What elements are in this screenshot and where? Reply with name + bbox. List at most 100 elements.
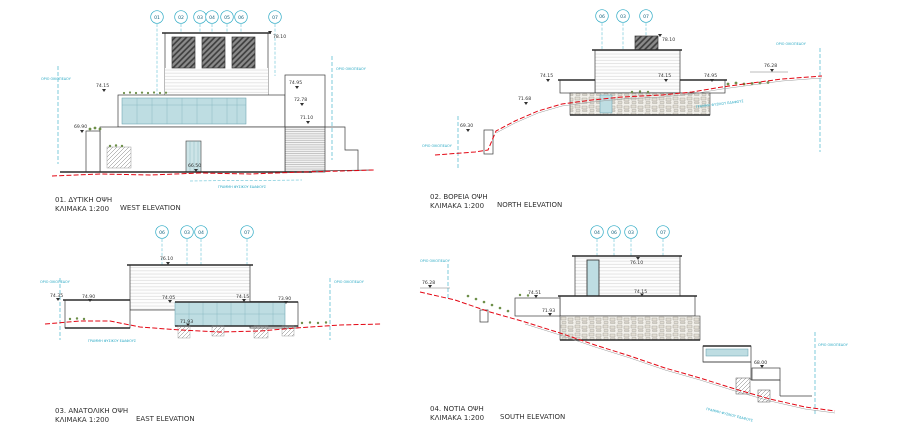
natural-ground-line xyxy=(419,291,836,412)
grid-bubble-label: 05 xyxy=(224,15,230,21)
plot-boundary-lines xyxy=(59,278,331,340)
level-value: 74.35 xyxy=(50,293,63,299)
panel-scale: ΚΛΙΜΑΚΑ 1:200 xyxy=(430,414,485,423)
level-markers: 78.10 74.15 74.15 74.95 76.28 71.68 69.3… xyxy=(460,34,777,132)
grid-bubble-label: 03 xyxy=(184,230,190,236)
natural-ground-line xyxy=(434,75,823,156)
east-elevation-drawing: ΟΡΙΟ ΟΙΚΟΠΕΔΟΥ ΟΡΙΟ ΟΙΚΟΠΕΔΟΥ 06 03 04 0… xyxy=(40,225,383,343)
building-south xyxy=(420,255,812,403)
grid-bubble-label: 03 xyxy=(197,15,203,21)
grid-bubbles: 04 06 03 07 xyxy=(590,225,670,239)
level-value: 74.95 xyxy=(289,80,302,86)
level-value: 76.10 xyxy=(630,260,643,266)
level-value: 69.30 xyxy=(460,123,473,129)
east-subtitle: EAST ELEVATION xyxy=(136,415,195,423)
louvered-screen xyxy=(284,126,326,173)
vegetation xyxy=(466,293,530,313)
east-title-block: 03. ΑΝΑΤΟΛΙΚΗ ΟΨΗ ΚΛΙΜΑΚΑ 1:200 xyxy=(55,407,128,426)
level-value: 74.51 xyxy=(528,290,541,296)
north-elevation-drawing: ΟΡΙΟ ΟΙΚΟΠΕΔΟΥ ΟΡΙΟ ΟΙΚΟΠΕΔΟΥ 06 03 07 xyxy=(422,9,823,170)
pool-water xyxy=(705,348,749,357)
ground-profile xyxy=(524,323,836,414)
tall-window xyxy=(586,259,600,297)
grid-bubble-label: 07 xyxy=(660,230,666,236)
ground-line-label: ΓΡΑΜΜΗ ΦΥΣΙΚΟΥ ΕΔΑΦΟΥΣ xyxy=(706,407,754,422)
natural-ground-line xyxy=(51,169,375,177)
grid-bubble-label: 06 xyxy=(238,15,244,21)
grid-bubble-label: 02 xyxy=(178,15,184,21)
level-value: 78.10 xyxy=(273,34,286,40)
footing xyxy=(253,325,269,339)
glazing-band xyxy=(121,97,247,125)
boundary-label-right: ΟΡΙΟ ΟΙΚΟΠΕΔΟΥ xyxy=(776,42,807,46)
grid-leader-lines xyxy=(601,23,647,50)
grid-bubble-label: 07 xyxy=(272,15,278,21)
grid-bubble-label: 01 xyxy=(154,15,160,21)
footing xyxy=(177,325,191,339)
level-value: 76.28 xyxy=(422,280,435,286)
north-subtitle: NORTH ELEVATION xyxy=(497,201,563,209)
grid-bubble-label: 04 xyxy=(198,230,204,236)
boundary-label-left: ΟΡΙΟ ΟΙΚΟΠΕΔΟΥ xyxy=(41,77,72,81)
boundary-label-left: ΟΡΙΟ ΟΙΚΟΠΕΔΟΥ xyxy=(40,280,71,284)
louver-window xyxy=(171,36,196,69)
level-value: 71.93 xyxy=(180,319,193,325)
north-title-block: 02. ΒΟΡΕΙΑ ΟΨΗ ΚΛΙΜΑΚΑ 1:200 xyxy=(430,193,488,212)
level-value: 71.93 xyxy=(542,308,555,314)
louver-window xyxy=(231,36,256,69)
west-title-block: 01. ΔΥΤΙΚΗ ΟΨΗ ΚΛΙΜΑΚΑ 1:200 xyxy=(55,196,112,215)
level-value: 74.90 xyxy=(82,294,95,300)
level-markers: 76.10 76.28 74.51 74.15 71.93 68.00 xyxy=(422,257,767,368)
ground-line-label: ΓΡΑΜΜΗ ΦΥΣΙΚΟΥ ΕΔΑΦΟΥΣ xyxy=(88,339,136,343)
level-value: 76.28 xyxy=(764,63,777,69)
south-subtitle: SOUTH ELEVATION xyxy=(500,413,566,421)
grid-bubble-label: 03 xyxy=(628,230,634,236)
ground-line-label: ΓΡΑΜΜΗ ΦΥΣΙΚΟΥ ΕΔΑΦΟΥΣ xyxy=(696,99,744,109)
level-value: 69.90 xyxy=(74,124,87,130)
level-value: 72.78 xyxy=(294,97,307,103)
level-value: 74.15 xyxy=(658,73,671,79)
level-value: 78.10 xyxy=(662,37,675,43)
south-elevation-drawing: ΟΡΙΟ ΟΙΚΟΠΕΔΟΥ ΟΡΙΟ ΟΙΚΟΠΕΔΟΥ 04 06 03 0… xyxy=(419,225,849,423)
stone-wall xyxy=(559,315,701,341)
vegetation xyxy=(88,91,168,148)
grid-bubbles: 06 03 04 07 xyxy=(155,225,254,239)
plot-boundary-lines xyxy=(447,264,816,416)
level-markers: 76.10 74.35 74.90 74.05 74.15 73.90 71.9… xyxy=(50,256,291,326)
panel-scale: ΚΛΙΜΑΚΑ 1:200 xyxy=(55,416,110,425)
grid-bubbles: 01 02 03 04 05 06 07 xyxy=(150,10,282,24)
glazing-strip xyxy=(599,94,613,114)
level-value: 76.10 xyxy=(160,256,173,262)
building-west xyxy=(60,32,373,173)
level-value: 66.50 xyxy=(188,163,201,169)
natural-ground-line xyxy=(44,320,383,333)
level-value: 74.15 xyxy=(96,83,109,89)
level-value: 74.95 xyxy=(704,73,717,79)
panel-scale: ΚΛΙΜΑΚΑ 1:200 xyxy=(430,202,485,211)
grid-bubble-label: 07 xyxy=(643,14,649,20)
panel-title: 01. ΔΥΤΙΚΗ ΟΨΗ xyxy=(55,196,113,204)
grid-bubble-label: 06 xyxy=(611,230,617,236)
section-cut xyxy=(735,377,751,395)
trellis-screen xyxy=(106,146,132,169)
glazing-mullions xyxy=(175,302,285,326)
ground-profile xyxy=(495,77,823,134)
boundary-label-right: ΟΡΙΟ ΟΙΚΟΠΕΔΟΥ xyxy=(336,67,367,71)
retaining-steps xyxy=(703,361,812,397)
south-title-block: 04. ΝΟΤΙΑ ΟΨΗ ΚΛΙΜΑΚΑ 1:200 xyxy=(430,405,484,424)
footing xyxy=(281,325,295,337)
building-north xyxy=(483,35,788,155)
building-east xyxy=(63,264,299,339)
level-value: 74.15 xyxy=(236,294,249,300)
panel-title: 02. ΒΟΡΕΙΑ ΟΨΗ xyxy=(430,193,488,201)
panel-title: 04. ΝΟΤΙΑ ΟΨΗ xyxy=(430,405,484,413)
grid-bubble-label: 04 xyxy=(209,15,215,21)
footing xyxy=(211,325,225,337)
level-value: 74.15 xyxy=(634,289,647,295)
grid-bubbles: 06 03 07 xyxy=(595,9,653,23)
grid-bubble-label: 06 xyxy=(159,230,165,236)
grid-bubble-label: 03 xyxy=(620,14,626,20)
boundary-label-right: ΟΡΙΟ ΟΙΚΟΠΕΔΟΥ xyxy=(334,280,365,284)
grid-bubble-label: 06 xyxy=(599,14,605,20)
